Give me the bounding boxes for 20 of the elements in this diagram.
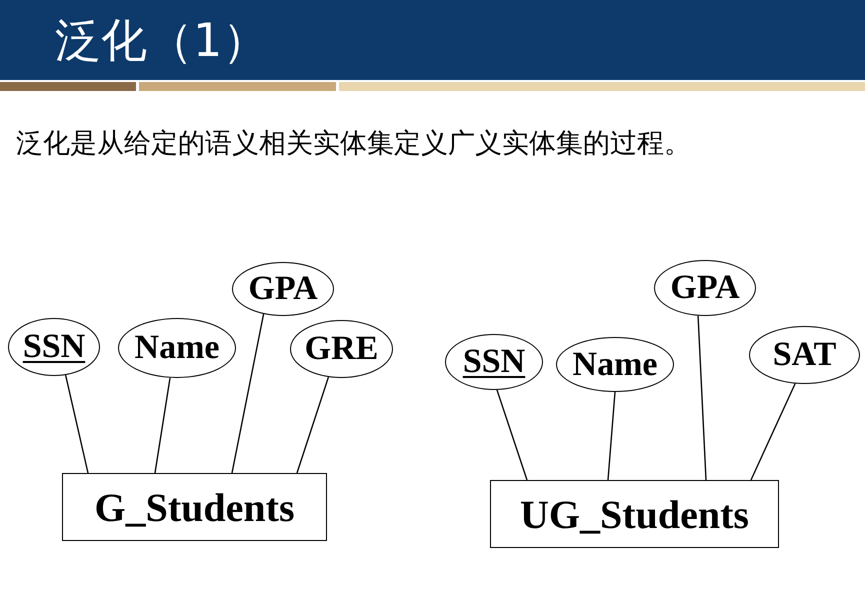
attribute-ellipse: Name [118, 318, 236, 378]
attribute-ellipse: SSN [8, 318, 100, 376]
attribute-ellipse: GRE [290, 320, 393, 378]
connector-line [64, 374, 89, 474]
connector-line [296, 376, 330, 474]
connector-line [496, 390, 528, 480]
attribute-ellipse: SSN [445, 334, 543, 390]
connector-line [697, 316, 707, 480]
attribute-ellipse: SAT [749, 326, 860, 384]
connector-line [231, 314, 264, 474]
slide-title: 泛化（1） [55, 12, 268, 69]
connector-line [154, 378, 171, 474]
entity-box: G_Students [62, 473, 327, 541]
attribute-ellipse: GPA [654, 260, 756, 316]
connector-line [750, 383, 796, 480]
attribute-ellipse: Name [556, 337, 674, 392]
connector-line [607, 392, 616, 480]
entity-box: UG_Students [490, 480, 779, 548]
attribute-ellipse: GPA [232, 262, 334, 316]
caption-text: 泛化是从给定的语义相关实体集定义广义实体集的过程。 [16, 127, 691, 161]
